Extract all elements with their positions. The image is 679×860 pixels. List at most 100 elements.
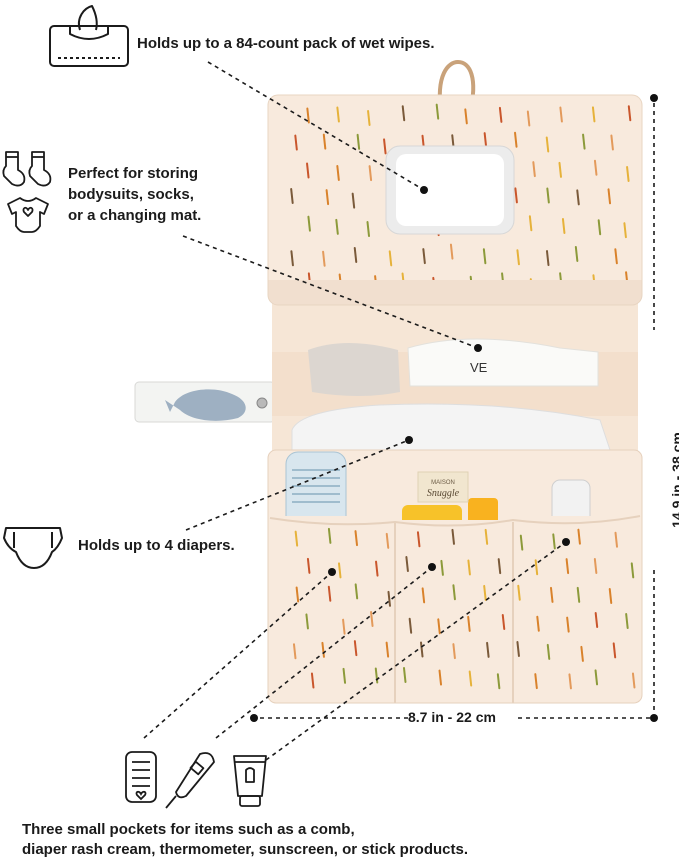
fabric-dash	[290, 250, 294, 267]
fabric-dash	[440, 559, 444, 576]
fabric-dash	[565, 558, 570, 575]
fabric-dash	[368, 165, 373, 182]
comb-icon	[125, 751, 157, 803]
fabric-dash	[597, 219, 602, 236]
fabric-dash	[625, 613, 629, 630]
fabric-dash	[437, 618, 441, 635]
fabric-dash	[294, 134, 298, 151]
fabric-dash	[482, 248, 487, 265]
hanging-strap	[437, 59, 476, 113]
middle-section: VE	[272, 298, 638, 458]
fabric-dash	[519, 534, 524, 551]
fabric-dash	[325, 189, 330, 206]
fabric-dash	[336, 164, 340, 181]
bodysuit-item	[407, 338, 599, 387]
diapers-callout: Holds up to 4 diapers.	[78, 537, 235, 554]
fabric-dash	[307, 215, 311, 232]
fabric-dash	[534, 673, 538, 690]
fabric-dash	[421, 587, 426, 604]
fabric-dash	[483, 584, 487, 601]
pointer-lines	[143, 61, 567, 761]
fabric-dash	[612, 642, 617, 659]
svg-text:MAISON: MAISON	[431, 480, 455, 486]
fabric-dash	[594, 611, 599, 628]
wipes-callout: Holds up to a 84-count pack of wet wipes…	[137, 35, 435, 52]
fabric-dash	[593, 558, 598, 575]
fabric-dash	[546, 187, 550, 204]
fabric-dash	[496, 673, 501, 690]
fabric-dash	[408, 617, 413, 634]
fabric-dash	[536, 615, 540, 632]
fabric-dash	[514, 131, 518, 148]
pointer-dots	[328, 186, 570, 576]
height-dimension: 14.9 in - 38 cm	[669, 432, 679, 528]
fabric-dash	[514, 187, 518, 204]
fabric-dash	[561, 218, 566, 235]
fabric-dash	[467, 559, 471, 576]
fabric-dash	[464, 108, 468, 125]
fabric-dash	[526, 110, 531, 127]
fabric-dash	[545, 136, 550, 153]
fabric-dash	[483, 132, 488, 149]
fabric-dash	[559, 106, 563, 123]
dimension-lines	[260, 103, 655, 719]
fabric-dash	[366, 221, 370, 238]
fabric-dash	[614, 248, 618, 265]
fabric-dash	[532, 161, 536, 178]
fabric-dash	[388, 250, 393, 267]
fabric-dash	[528, 215, 533, 232]
fabric-dash	[306, 557, 311, 574]
fabric-dash	[422, 248, 426, 265]
fabric-dash	[614, 531, 619, 548]
fabric-dash	[593, 159, 598, 176]
fabric-dash	[610, 134, 614, 151]
fabric-dash	[385, 641, 390, 658]
socks-item	[308, 343, 400, 396]
fabric-dash	[416, 531, 421, 548]
side-tab	[134, 381, 276, 423]
fabric-dash	[305, 613, 309, 630]
fabric-dash	[327, 585, 332, 602]
fabric-dash	[546, 643, 551, 660]
fabric-dash	[322, 250, 326, 267]
bottom-panel: MAISON Snuggle	[268, 450, 642, 703]
fabric-dash	[370, 611, 374, 628]
fabric-dash	[550, 586, 554, 603]
diapers-item	[291, 403, 611, 451]
wet-wipes-pack-icon	[49, 5, 129, 67]
fabric-dash	[354, 583, 359, 600]
fabric-dash	[486, 641, 490, 658]
fabric-dash	[568, 673, 572, 690]
fabric-dash	[321, 641, 325, 658]
fabric-dash	[501, 613, 506, 630]
fabric-dash	[558, 161, 562, 178]
fabric-dash	[576, 586, 581, 603]
fabric-dash	[577, 528, 581, 545]
fabric-dash	[402, 667, 407, 684]
fabric-dash	[353, 246, 358, 263]
fabric-dash	[294, 530, 299, 547]
fabric-dash	[545, 250, 550, 267]
fabric-dash	[306, 107, 310, 124]
fabric-dash	[295, 586, 300, 603]
fabric-dash	[342, 667, 347, 684]
fabric-dash	[335, 218, 339, 235]
diaper-icon	[3, 527, 63, 569]
fabric-dash	[292, 643, 297, 660]
fabric-dash	[516, 249, 520, 266]
pockets-callout: Three small pockets for items such as a …	[22, 821, 469, 858]
fabric-dash	[576, 189, 580, 206]
fabric-dash	[367, 110, 371, 127]
wipes-lid	[385, 145, 515, 235]
fabric-dash	[322, 133, 327, 150]
fabric-dash	[516, 641, 520, 658]
fabric-dash	[607, 188, 612, 205]
storing-callout: Perfect for storing bodysuits, socks, or…	[68, 165, 202, 224]
whale-print	[165, 389, 246, 421]
fabric-dash	[591, 106, 596, 123]
fabric-dash	[449, 243, 454, 260]
fabric-dash	[438, 669, 443, 686]
fabric-dash	[342, 618, 346, 635]
fabric-dash	[517, 584, 521, 601]
